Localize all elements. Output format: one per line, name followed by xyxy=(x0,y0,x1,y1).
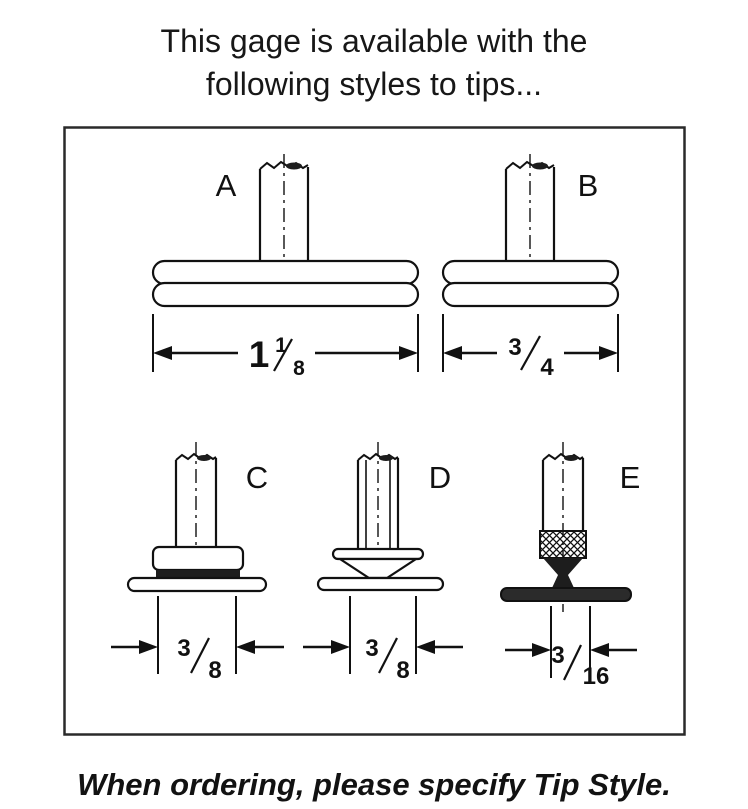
tip-d-dimension-numerator: 3 xyxy=(365,635,378,662)
tip-a-dimension-denominator: 8 xyxy=(293,357,305,380)
tip-b-dimension-denominator: 4 xyxy=(540,354,554,381)
tip-b-discs xyxy=(441,259,620,308)
tip-a-label: A xyxy=(216,168,237,203)
tip-e-dimension-numerator: 3 xyxy=(551,642,564,669)
tip-c-dimension: 3 8 xyxy=(111,596,284,684)
tip-e-dimension-denominator: 16 xyxy=(583,663,610,690)
tip-d-label: D xyxy=(429,460,451,495)
title-line-2: following styles to tips... xyxy=(205,65,543,102)
tip-d-dimension: 3 8 xyxy=(303,596,463,684)
tip-e-head xyxy=(500,530,632,602)
footer-note: When ordering, please specify Tip Style. xyxy=(77,767,671,802)
tip-e-fraction-slash xyxy=(563,644,582,681)
tip-c-stem xyxy=(174,452,218,548)
tip-c-label: C xyxy=(246,460,268,495)
diagram-frame xyxy=(63,126,686,736)
tip-e-dimension: 3 16 xyxy=(505,606,637,690)
tip-e-stem xyxy=(541,452,585,532)
tip-d-fraction-slash xyxy=(378,637,398,674)
title-line-1: This gage is available with the xyxy=(160,23,588,59)
tip-b-dimension-numerator: 3 xyxy=(508,334,521,361)
tip-c-fraction-slash xyxy=(190,637,210,674)
tip-c-drawing: C 3 8 xyxy=(111,442,284,684)
tip-d-drawing: D 3 xyxy=(303,442,463,684)
tip-d-stem xyxy=(356,452,400,549)
tip-a-drawing: A 1 1 8 xyxy=(151,154,420,380)
tip-e-drawing: E 3 16 xyxy=(500,442,641,690)
tip-a-discs xyxy=(151,259,420,308)
tip-a-stem xyxy=(258,160,310,262)
tip-b-stem xyxy=(504,160,556,262)
tip-c-dimension-denominator: 8 xyxy=(208,657,221,684)
tip-b-dimension: 3 4 xyxy=(442,314,619,381)
tip-d-dimension-denominator: 8 xyxy=(396,657,409,684)
tip-c-dimension-numerator: 3 xyxy=(177,635,190,662)
tip-b-label: B xyxy=(578,168,599,203)
tip-a-dimension-numerator: 1 xyxy=(275,334,287,357)
tip-e-label: E xyxy=(620,460,641,495)
tip-d-head xyxy=(316,547,445,592)
tip-styles-diagram: A 1 1 8 xyxy=(63,126,686,736)
tip-a-dimension: 1 1 8 xyxy=(152,314,419,380)
page-title: This gage is available with the followin… xyxy=(0,20,748,105)
tip-a-fraction-slash xyxy=(273,338,293,372)
tip-b-fraction-slash xyxy=(520,335,541,371)
tip-c-head xyxy=(126,545,268,593)
tip-b-drawing: B 3 4 xyxy=(441,154,620,381)
tip-a-dimension-whole: 1 xyxy=(249,334,270,375)
